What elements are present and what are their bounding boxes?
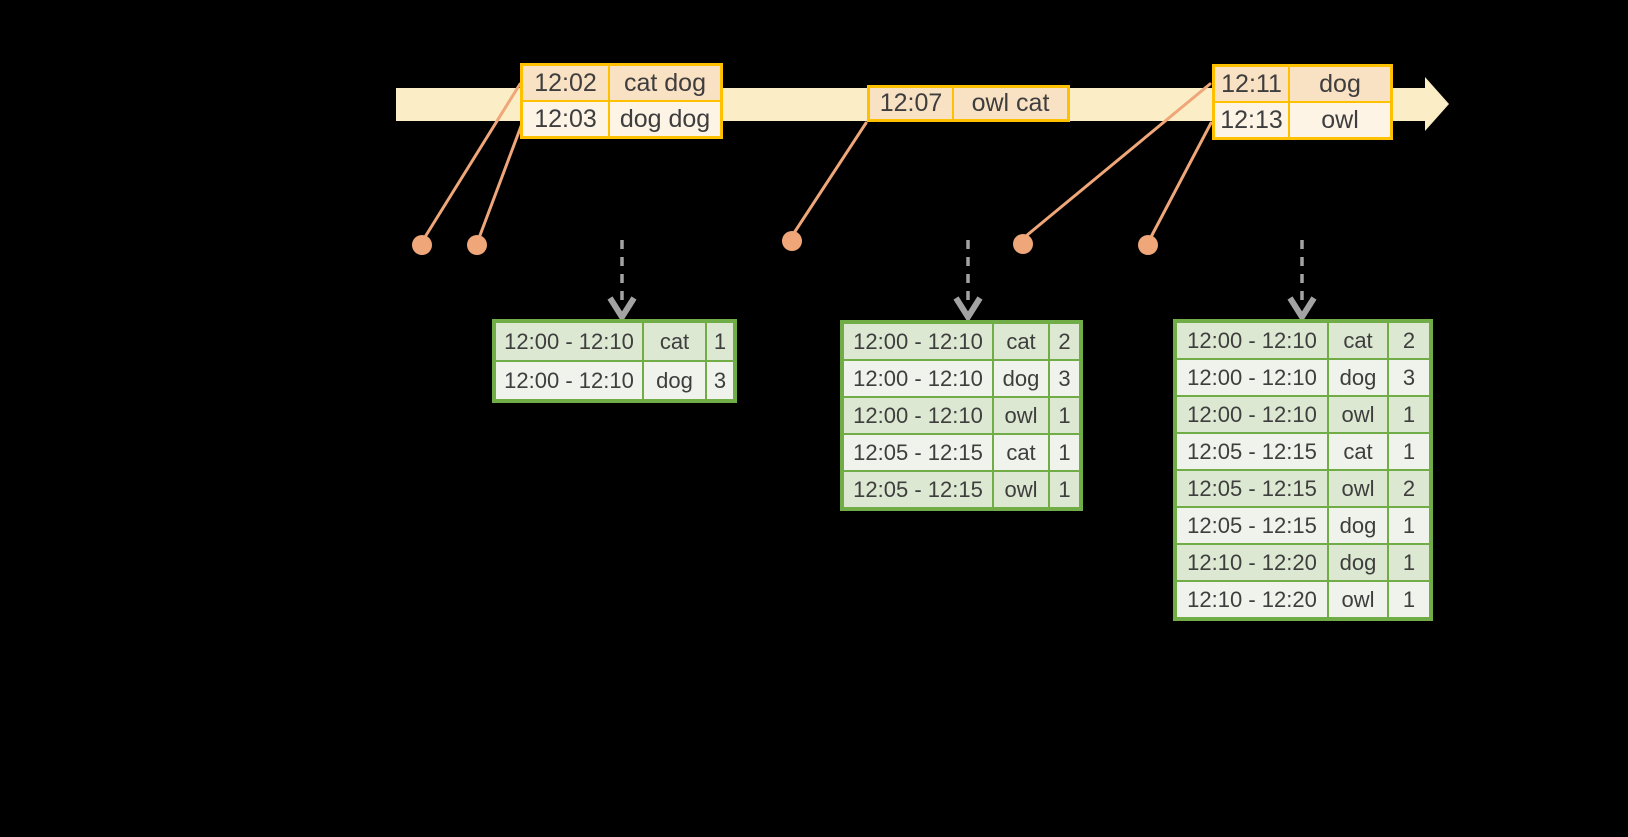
event-words-cell: cat dog — [610, 66, 720, 100]
result-row: 12:05 - 12:15 cat 1 — [844, 435, 1079, 470]
event-row: 12:07 owl cat — [870, 88, 1067, 119]
result-row: 12:00 - 12:10 owl 1 — [844, 398, 1079, 433]
event-marker-dot — [1138, 235, 1158, 255]
result-count-cell: 1 — [707, 323, 733, 360]
result-row: 12:00 - 12:10 cat 1 — [496, 323, 733, 360]
event-words-cell: owl — [1290, 103, 1390, 137]
result-word-cell: dog — [1329, 545, 1387, 580]
result-window-cell: 12:10 - 12:20 — [1177, 582, 1327, 617]
trigger-arrowhead-icon — [953, 296, 983, 323]
result-count-cell: 1 — [1050, 472, 1079, 507]
event-table-2: 12:07 owl cat — [867, 85, 1070, 122]
result-count-cell: 2 — [1389, 323, 1429, 358]
event-marker-dot — [1013, 234, 1033, 254]
result-window-cell: 12:00 - 12:10 — [496, 323, 642, 360]
result-window-cell: 12:05 - 12:15 — [844, 435, 992, 470]
result-word-cell: cat — [1329, 434, 1387, 469]
result-word-cell: owl — [994, 472, 1048, 507]
result-count-cell: 1 — [1389, 545, 1429, 580]
event-row: 12:02 cat dog — [523, 66, 720, 100]
trigger-arrowhead-icon — [1287, 296, 1317, 323]
result-word-cell: dog — [1329, 508, 1387, 543]
event-words-cell: dog dog — [610, 102, 720, 136]
result-window-cell: 12:05 - 12:15 — [844, 472, 992, 507]
result-row: 12:00 - 12:10 cat 2 — [844, 324, 1079, 359]
event-marker-dot — [467, 235, 487, 255]
result-word-cell: cat — [994, 435, 1048, 470]
result-row: 12:05 - 12:15 cat 1 — [1177, 434, 1429, 469]
trigger-arrowhead-icon — [607, 296, 637, 323]
event-table-1: 12:02 cat dog 12:03 dog dog — [520, 63, 723, 139]
result-row: 12:05 - 12:15 owl 2 — [1177, 471, 1429, 506]
result-row: 12:00 - 12:10 dog 3 — [496, 362, 733, 399]
event-words-cell: owl cat — [954, 88, 1067, 119]
event-row: 12:11 dog — [1215, 67, 1390, 101]
result-table-3: 12:00 - 12:10 cat 2 12:00 - 12:10 dog 3 … — [1173, 319, 1433, 621]
result-window-cell: 12:00 - 12:10 — [496, 362, 642, 399]
result-window-cell: 12:05 - 12:15 — [1177, 434, 1327, 469]
result-word-cell: cat — [994, 324, 1048, 359]
result-count-cell: 1 — [1050, 435, 1079, 470]
result-window-cell: 12:05 - 12:15 — [1177, 471, 1327, 506]
result-row: 12:10 - 12:20 owl 1 — [1177, 582, 1429, 617]
event-marker-dot — [782, 231, 802, 251]
result-window-cell: 12:00 - 12:10 — [844, 398, 992, 433]
result-word-cell: cat — [644, 323, 705, 360]
result-word-cell: cat — [1329, 323, 1387, 358]
result-row: 12:10 - 12:20 dog 1 — [1177, 545, 1429, 580]
result-word-cell: owl — [1329, 582, 1387, 617]
result-count-cell: 3 — [707, 362, 733, 399]
result-count-cell: 2 — [1389, 471, 1429, 506]
result-word-cell: dog — [644, 362, 705, 399]
event-connector-line — [1149, 121, 1213, 239]
result-word-cell: owl — [1329, 397, 1387, 432]
result-count-cell: 1 — [1389, 397, 1429, 432]
result-window-cell: 12:00 - 12:10 — [1177, 323, 1327, 358]
event-time-cell: 12:03 — [523, 102, 608, 136]
result-row: 12:05 - 12:15 owl 1 — [844, 472, 1079, 507]
result-window-cell: 12:00 - 12:10 — [1177, 397, 1327, 432]
result-word-cell: dog — [1329, 360, 1387, 395]
event-row: 12:03 dog dog — [523, 102, 720, 136]
event-time-cell: 12:11 — [1215, 67, 1288, 101]
result-count-cell: 1 — [1050, 398, 1079, 433]
result-row: 12:00 - 12:10 owl 1 — [1177, 397, 1429, 432]
result-count-cell: 3 — [1389, 360, 1429, 395]
result-row: 12:00 - 12:10 dog 3 — [844, 361, 1079, 396]
result-count-cell: 1 — [1389, 582, 1429, 617]
result-row: 12:05 - 12:15 dog 1 — [1177, 508, 1429, 543]
result-count-cell: 1 — [1389, 434, 1429, 469]
event-time-cell: 12:07 — [870, 88, 952, 119]
result-word-cell: owl — [1329, 471, 1387, 506]
result-row: 12:00 - 12:10 dog 3 — [1177, 360, 1429, 395]
event-time-cell: 12:02 — [523, 66, 608, 100]
event-time-cell: 12:13 — [1215, 103, 1288, 137]
result-word-cell: dog — [994, 361, 1048, 396]
result-count-cell: 3 — [1050, 361, 1079, 396]
result-table-1: 12:00 - 12:10 cat 1 12:00 - 12:10 dog 3 — [492, 319, 737, 403]
result-window-cell: 12:00 - 12:10 — [1177, 360, 1327, 395]
result-row: 12:00 - 12:10 cat 2 — [1177, 323, 1429, 358]
result-count-cell: 2 — [1050, 324, 1079, 359]
result-table-2: 12:00 - 12:10 cat 2 12:00 - 12:10 dog 3 … — [840, 320, 1083, 511]
result-window-cell: 12:05 - 12:15 — [1177, 508, 1327, 543]
event-marker-dot — [412, 235, 432, 255]
result-window-cell: 12:00 - 12:10 — [844, 324, 992, 359]
event-connector-line — [792, 121, 868, 235]
result-word-cell: owl — [994, 398, 1048, 433]
result-window-cell: 12:00 - 12:10 — [844, 361, 992, 396]
result-count-cell: 1 — [1389, 508, 1429, 543]
result-window-cell: 12:10 - 12:20 — [1177, 545, 1327, 580]
timeline-arrowhead — [1425, 77, 1449, 131]
event-words-cell: dog — [1290, 67, 1390, 101]
event-table-3: 12:11 dog 12:13 owl — [1212, 64, 1393, 140]
event-row: 12:13 owl — [1215, 103, 1390, 137]
event-connector-line — [477, 119, 525, 240]
